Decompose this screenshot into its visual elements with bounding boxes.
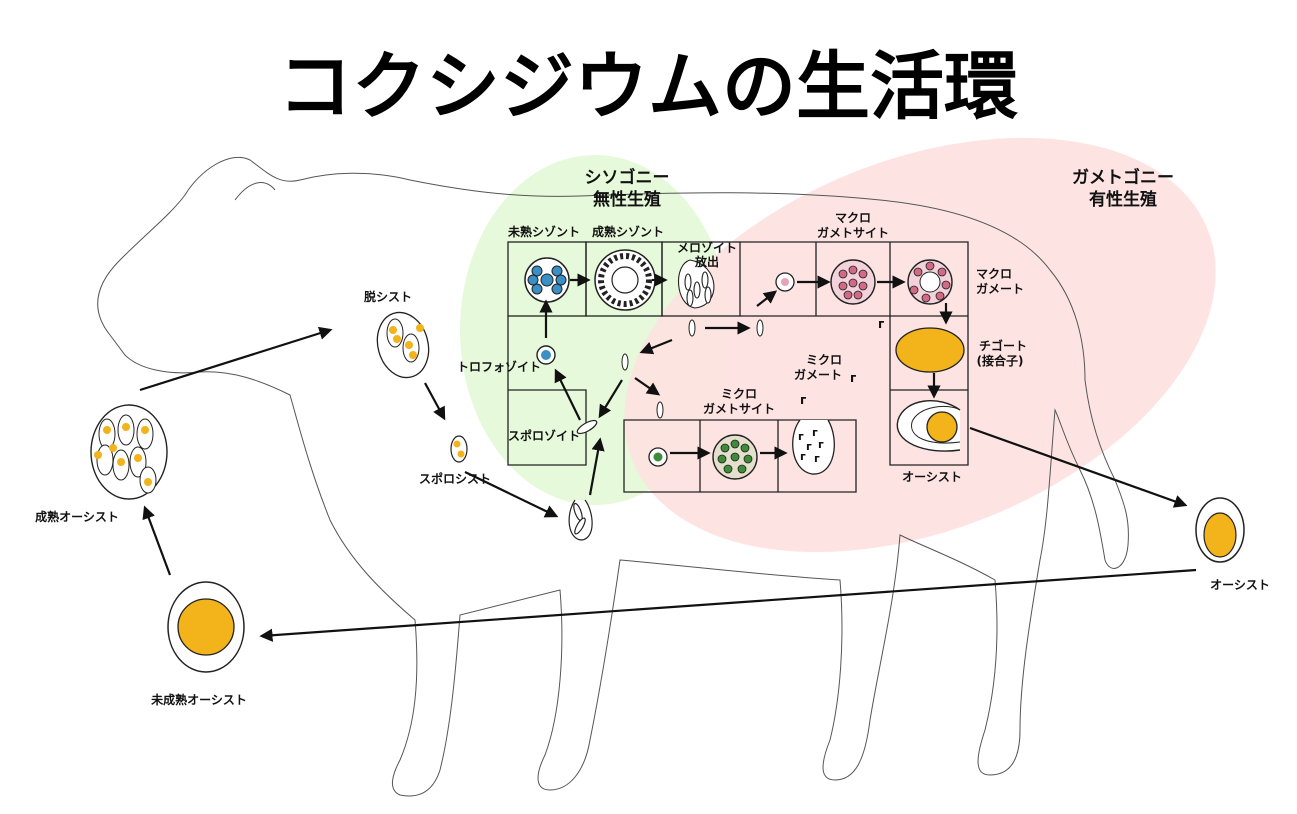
label-macrogamete-1: マクロ — [976, 267, 1012, 281]
immature-oocyst — [167, 581, 245, 673]
label-mature-schizont: 成熟シゾント — [592, 224, 664, 239]
label-microgametocyte-2: ガメトサイト — [703, 401, 775, 416]
label-oocyst-outer: オーシスト — [1210, 578, 1270, 592]
svg-text:ᴦ: ᴦ — [850, 371, 856, 385]
label-merozoite-release-2: 放出 — [694, 254, 719, 269]
cow-ear — [234, 182, 276, 201]
label-zygote-1: チゴート — [979, 338, 1027, 353]
oocyst-inner — [896, 400, 961, 452]
label-sporocyst: スポロシスト — [419, 471, 491, 486]
label-trophozoite: トロフォゾイト — [457, 359, 541, 374]
label-macrogametocyte-2: ガメトサイト — [817, 225, 889, 240]
trophozoite — [536, 345, 556, 365]
label-mature-oocyst: 成熟オーシスト — [35, 509, 119, 524]
gametogony-label: ガメトゴニー — [1072, 167, 1174, 188]
svg-text:ᴦ: ᴦ — [878, 317, 884, 331]
macrogametocyte — [830, 259, 876, 305]
label-excystation: 脱シスト — [364, 289, 412, 304]
excysting-oocyst — [376, 311, 430, 379]
microgametocyte — [712, 434, 758, 480]
svg-text:ᴦ: ᴦ — [798, 430, 804, 443]
label-immature-schizont: 未熟シゾント — [507, 224, 580, 239]
immature-schizont — [524, 257, 570, 303]
mature-schizont — [594, 249, 656, 311]
label-immature-oocyst: 未成熟オーシスト — [150, 692, 247, 707]
page-title: コクシジウムの生活環 — [278, 44, 1018, 130]
sporozoites-released — [568, 499, 593, 541]
cycle-arrows — [139, 273, 1197, 642]
label-microgamete-1: ミクロ — [806, 353, 842, 367]
label-microgamete-2: ガメート — [794, 367, 842, 382]
svg-text:ᴦ: ᴦ — [800, 450, 806, 463]
microgamete-free: ᴦ ᴦ ᴦ — [800, 317, 884, 407]
svg-text:ᴦ: ᴦ — [806, 440, 812, 453]
schizogony-sublabel: 無性生殖 — [593, 189, 661, 210]
label-microgametocyte-1: ミクロ — [721, 387, 757, 401]
label-sporozoite: スポロゾイト — [508, 428, 580, 443]
label-zygote-2: (接合子) — [977, 353, 1024, 368]
sporozoite — [576, 419, 598, 435]
macrogamete — [907, 259, 953, 305]
svg-text:ᴦ: ᴦ — [818, 438, 824, 451]
label-oocyst-inner: オーシスト — [902, 470, 962, 484]
schizogony-label: シソゴニー — [585, 167, 670, 188]
label-merozoite-release-1: メロゾイト — [677, 240, 737, 255]
oocyst-shed — [1195, 497, 1245, 563]
merozoite-release — [677, 259, 715, 309]
microgametocyte-young — [648, 447, 668, 467]
zygote — [895, 327, 965, 373]
sporocyst — [450, 435, 468, 463]
svg-text:ᴦ: ᴦ — [814, 452, 820, 465]
cow-outline — [97, 156, 1129, 797]
label-macrogametocyte-1: マクロ — [835, 211, 871, 225]
label-macrogamete-2: ガメート — [976, 281, 1024, 296]
merozoites — [621, 319, 764, 419]
gametogony-sublabel: 有性生殖 — [1089, 189, 1157, 210]
macrogametocyte-young — [775, 272, 795, 292]
svg-text:ᴦ: ᴦ — [812, 426, 818, 439]
svg-text:ᴦ: ᴦ — [800, 393, 806, 407]
mature-oocyst — [90, 404, 168, 500]
